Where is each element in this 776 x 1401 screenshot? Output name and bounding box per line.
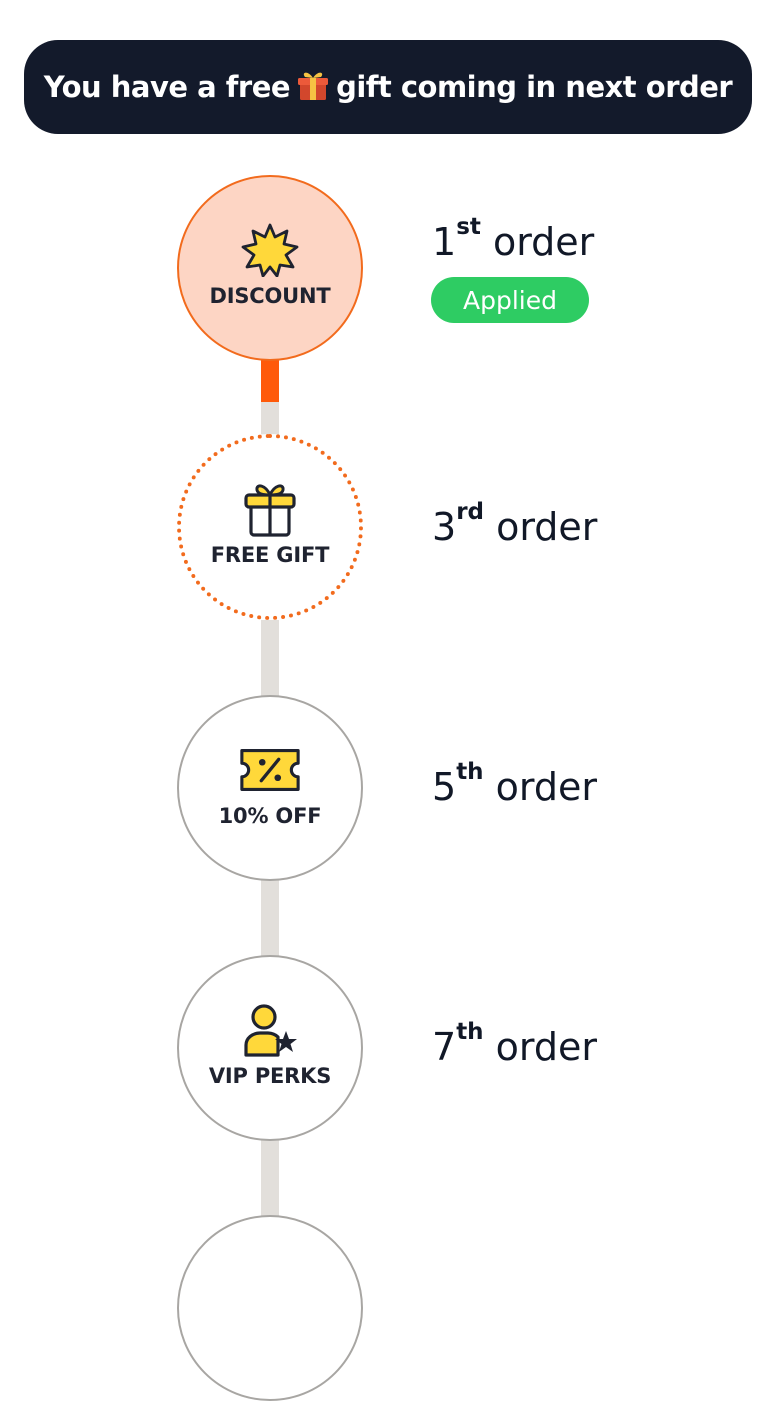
order-word: order <box>495 765 597 809</box>
milestone-vip-perks: VIP PERKS <box>177 955 363 1141</box>
milestone-label: VIP PERKS <box>208 1064 332 1088</box>
free-gift-banner: You have a free gift coming in next orde… <box>24 40 752 134</box>
milestone-free-gift: FREE GIFT <box>177 434 363 620</box>
order-suffix: st <box>456 214 481 240</box>
order-number: 5 <box>432 765 457 809</box>
progress-track-filled <box>261 358 279 402</box>
milestone-label: 10% OFF <box>218 804 322 828</box>
gift-icon <box>238 481 302 537</box>
milestone-label: DISCOUNT <box>209 284 331 308</box>
vip-user-star-icon <box>238 1002 302 1058</box>
coupon-percent-icon <box>238 742 302 798</box>
milestone-next-partial <box>177 1215 363 1401</box>
progress-track <box>261 880 279 956</box>
milestone-order-text: 7th order <box>432 1021 597 1070</box>
order-suffix: th <box>456 1019 484 1045</box>
gift-emoji-icon <box>296 68 330 102</box>
banner-text: You have a free gift coming in next orde… <box>43 68 733 104</box>
milestone-ten-percent-off: 10% OFF <box>177 695 363 881</box>
order-suffix: th <box>456 759 484 785</box>
order-number: 3 <box>432 505 457 549</box>
order-word: order <box>495 1025 597 1069</box>
milestone-label: FREE GIFT <box>210 543 330 567</box>
discount-burst-icon <box>238 222 302 278</box>
progress-track <box>261 1140 279 1220</box>
progress-track <box>261 620 279 696</box>
milestone-discount: DISCOUNT <box>177 175 363 361</box>
order-number: 1 <box>432 220 457 264</box>
milestone-order-text: 3rd order <box>432 501 598 550</box>
order-word: order <box>492 220 595 264</box>
applied-badge: Applied <box>431 277 589 323</box>
milestone-order-text: 5th order <box>432 761 597 810</box>
progress-track <box>261 402 279 436</box>
banner-text-after: gift coming in next order <box>336 70 733 104</box>
order-suffix: rd <box>456 499 484 525</box>
banner-text-before: You have a free <box>43 70 291 104</box>
order-word: order <box>496 505 598 549</box>
milestone-order-text: 1st order <box>432 216 595 265</box>
order-number: 7 <box>432 1025 457 1069</box>
